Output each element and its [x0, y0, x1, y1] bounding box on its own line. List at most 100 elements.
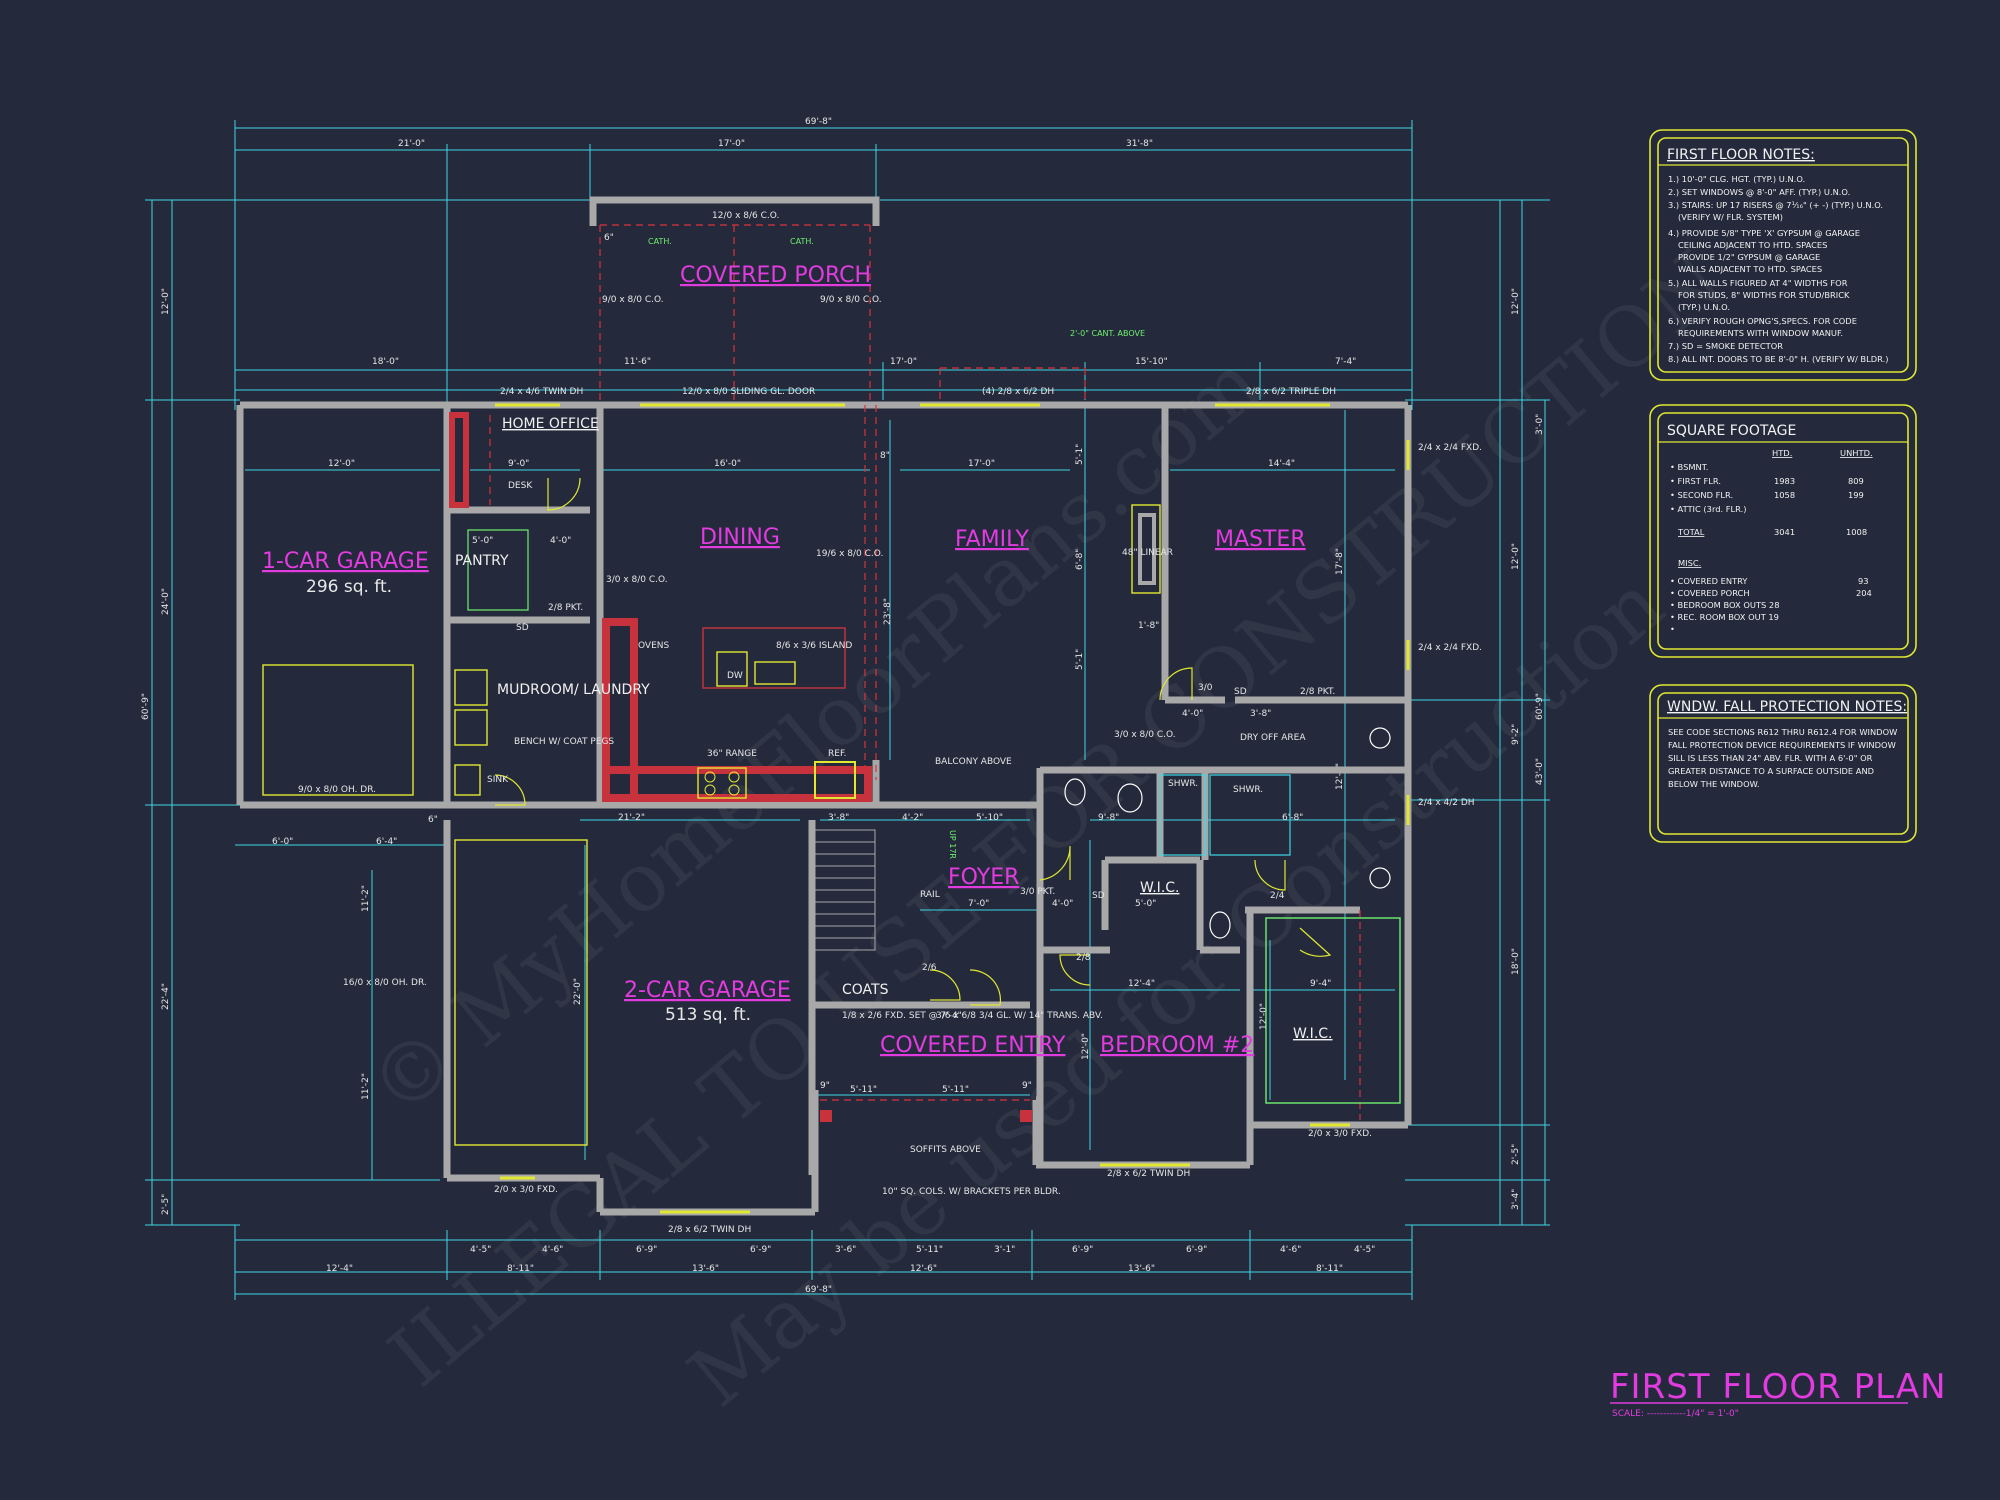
dim-in-36: 8"	[880, 451, 890, 461]
lbl-fxd-2: 2/4 x 2/4 FXD.	[1418, 643, 1482, 653]
room-family: FAMILY	[955, 527, 1029, 552]
note-line-4: 4.) PROVIDE 5/8" TYPE 'X' GYPSUM @ GARAG…	[1668, 228, 1860, 238]
garage1-car	[262, 664, 414, 796]
note-line-6: PROVIDE 1/2" GYPSUM @ GARAGE	[1678, 252, 1820, 262]
dim-in-10: 5'-10"	[976, 813, 1003, 823]
lbl-twin-dh-bed: 2/8 x 6/2 TWIN DH	[1107, 1169, 1190, 1179]
sqft-row-2-unhtd: 199	[1848, 490, 1864, 500]
dim-right-overall: 60'-9"	[1535, 693, 1545, 720]
lbl-dw: DW	[727, 671, 743, 681]
tub	[1117, 783, 1143, 813]
lbl-dh-right: 2/4 x 4/2 DH	[1418, 798, 1475, 808]
window-fall-notes-box: WNDW. FALL PROTECTION NOTES: SEE CODE SE…	[1649, 684, 1917, 843]
sqft-misc-0-val: 93	[1858, 576, 1869, 586]
room-covered-porch-1: COVERED PORCH	[680, 263, 871, 288]
dim-b2-2: 13'-6"	[692, 1264, 719, 1274]
dim-in-20: 11'-2"	[361, 885, 371, 912]
lbl-up: UP 17R	[948, 830, 957, 859]
lbl-soffits: SOFFITS ABOVE	[910, 1145, 981, 1155]
dim-in-38: 9"	[1022, 1081, 1032, 1091]
room-mudroom: MUDROOM/ LAUNDRY	[497, 682, 650, 698]
square-footage-box: SQUARE FOOTAGE HTD. UNHTD. • BSMNT. • FI…	[1649, 404, 1917, 658]
dim-in-1: 9'-0"	[508, 459, 529, 469]
fall-line-0: SEE CODE SECTIONS R612 THRU R612.4 FOR W…	[1668, 727, 1897, 737]
dimension-text: 69'-8" 21'-0" 17'-0" 31'-8" 18'-0" 11'-6…	[141, 117, 1545, 1295]
garage1-area: 296 sq. ft.	[306, 577, 392, 597]
dim-in-22: 22'-0"	[573, 978, 583, 1005]
lbl-trans: 3/6 x 6/8 3/4 GL. W/ 14" TRANS. ABV.	[936, 1011, 1103, 1021]
sqft-total-htd: 3041	[1774, 527, 1795, 537]
walls	[236, 196, 1412, 1216]
sqft-misc-1-label: • COVERED PORCH	[1670, 588, 1750, 598]
dim-in-5: 5'-0"	[472, 536, 493, 546]
lbl-dh4: (4) 2/8 x 6/2 DH	[982, 387, 1054, 397]
dim-mid-5: 7'-4"	[1335, 357, 1356, 367]
dim-mid-3: 17'-0"	[890, 357, 917, 367]
lbl-sd-2: SD	[1234, 687, 1247, 697]
lbl-fxd-gar: 2/0 x 3/0 FXD.	[494, 1185, 558, 1195]
dim-top-1: 21'-0"	[398, 139, 425, 149]
wic-shelves	[1265, 917, 1401, 1104]
dim-in-6: 4'-0"	[550, 536, 571, 546]
dim-b1-3: 6'-9"	[750, 1245, 771, 1255]
dim-in-17: 9'-8"	[1098, 813, 1119, 823]
dim-top-3: 31'-8"	[1126, 139, 1153, 149]
note-line-10: (TYP.) U.N.O.	[1678, 302, 1730, 312]
dim-in-18: 6'-0"	[272, 837, 293, 847]
lbl-co-top: 12/0 x 8/6 C.O.	[712, 211, 779, 221]
sqft-misc-3-label: • REC. ROOM BOX OUT 19	[1670, 612, 1779, 622]
dim-in-27: 3'-8"	[1250, 709, 1271, 719]
room-2-car-garage: 2-CAR GARAGE	[624, 978, 791, 1003]
dim-overall-bottom: 69'-8"	[805, 1285, 832, 1295]
note-line-9: FOR STUDS, 8" WIDTHS FOR STUD/BRICK	[1678, 290, 1850, 300]
lbl-twin-dh-gar: 2/8 x 6/2 TWIN DH	[668, 1225, 751, 1235]
note-line-3: (VERIFY W/ FLR. SYSTEM)	[1678, 212, 1783, 222]
dim-mid-4: 15'-10"	[1135, 357, 1168, 367]
dim-in-29: 12'-8"	[1335, 763, 1345, 790]
dim-b1-5: 5'-11"	[916, 1245, 943, 1255]
door-swings	[494, 477, 1332, 1006]
lbl-ovens: OVENS	[638, 641, 670, 651]
note-line-2: 3.) STAIRS: UP 17 RISERS @ 7¹⁄₁₆" (+ -) …	[1668, 200, 1883, 210]
sqft-row-1-unhtd: 809	[1848, 476, 1864, 486]
lbl-door-3-0: 3/0	[1198, 683, 1213, 693]
dim-b1-7: 6'-9"	[1072, 1245, 1093, 1255]
lbl-co-family: 19/6 x 8/0 C.O.	[816, 549, 883, 559]
dim-in-3: 17'-0"	[968, 459, 995, 469]
dim-in-19: 6'-4"	[376, 837, 397, 847]
lbl-cath-1: CATH.	[648, 237, 672, 246]
lbl-co-dining: 3/0 x 8/0 C.O.	[606, 575, 668, 585]
note-line-7: WALLS ADJACENT TO HTD. SPACES	[1678, 264, 1822, 274]
sink-2	[1369, 867, 1391, 889]
dim-in-11: 7'-0"	[968, 899, 989, 909]
dim-mid-1: 18'-0"	[372, 357, 399, 367]
dryer	[454, 709, 488, 746]
dim-right-4: 18'-0"	[1511, 948, 1521, 975]
lbl-linear: 48" LINEAR	[1122, 548, 1173, 558]
dim-b1-1: 4'-6"	[542, 1245, 563, 1255]
sqft-row-1-label: • FIRST FLR.	[1670, 476, 1721, 486]
sqft-row-2-htd: 1058	[1774, 490, 1795, 500]
sqft-misc-4-label: •	[1670, 624, 1675, 634]
room-wic-1: W.I.C.	[1140, 880, 1180, 896]
dim-right: 12'-0" 3'-0" 12'-0" 9'-2" 18'-0" 2'-5" 3…	[1511, 288, 1545, 1210]
sqft-row-1-htd: 1983	[1774, 476, 1795, 486]
lbl-ohdr-2: 16/0 x 8/0 OH. DR.	[343, 978, 427, 988]
toilet-1	[1064, 778, 1086, 806]
dim-in-34: 5'-1"	[1075, 444, 1085, 465]
island-sink	[754, 661, 796, 685]
room-master: MASTER	[1215, 527, 1306, 552]
dim-in-13: 5'-0"	[1135, 899, 1156, 909]
lbl-pkt-3: 3/0 PKT.	[1020, 887, 1055, 897]
fall-line-3: GREATER DISTANCE TO A SURFACE OUTSIDE AN…	[1668, 766, 1874, 776]
dim-in-21: 11'-2"	[361, 1073, 371, 1100]
dim-b1-2: 6'-9"	[636, 1245, 657, 1255]
note-line-12: REQUIREMENTS WITH WINDOW MANUF.	[1678, 328, 1843, 338]
room-wic-2: W.I.C.	[1293, 1026, 1333, 1042]
washer	[454, 669, 488, 706]
watermark-line-2: ILLEGAL TO USE FOR CONSTRUCTION	[372, 234, 1743, 1406]
sqft-misc-2-label: • BEDROOM BOX OUTS 28	[1670, 600, 1779, 610]
dim-left-overall: 60'-9"	[141, 693, 151, 720]
sqft-misc-0-label: • COVERED ENTRY	[1670, 576, 1748, 586]
